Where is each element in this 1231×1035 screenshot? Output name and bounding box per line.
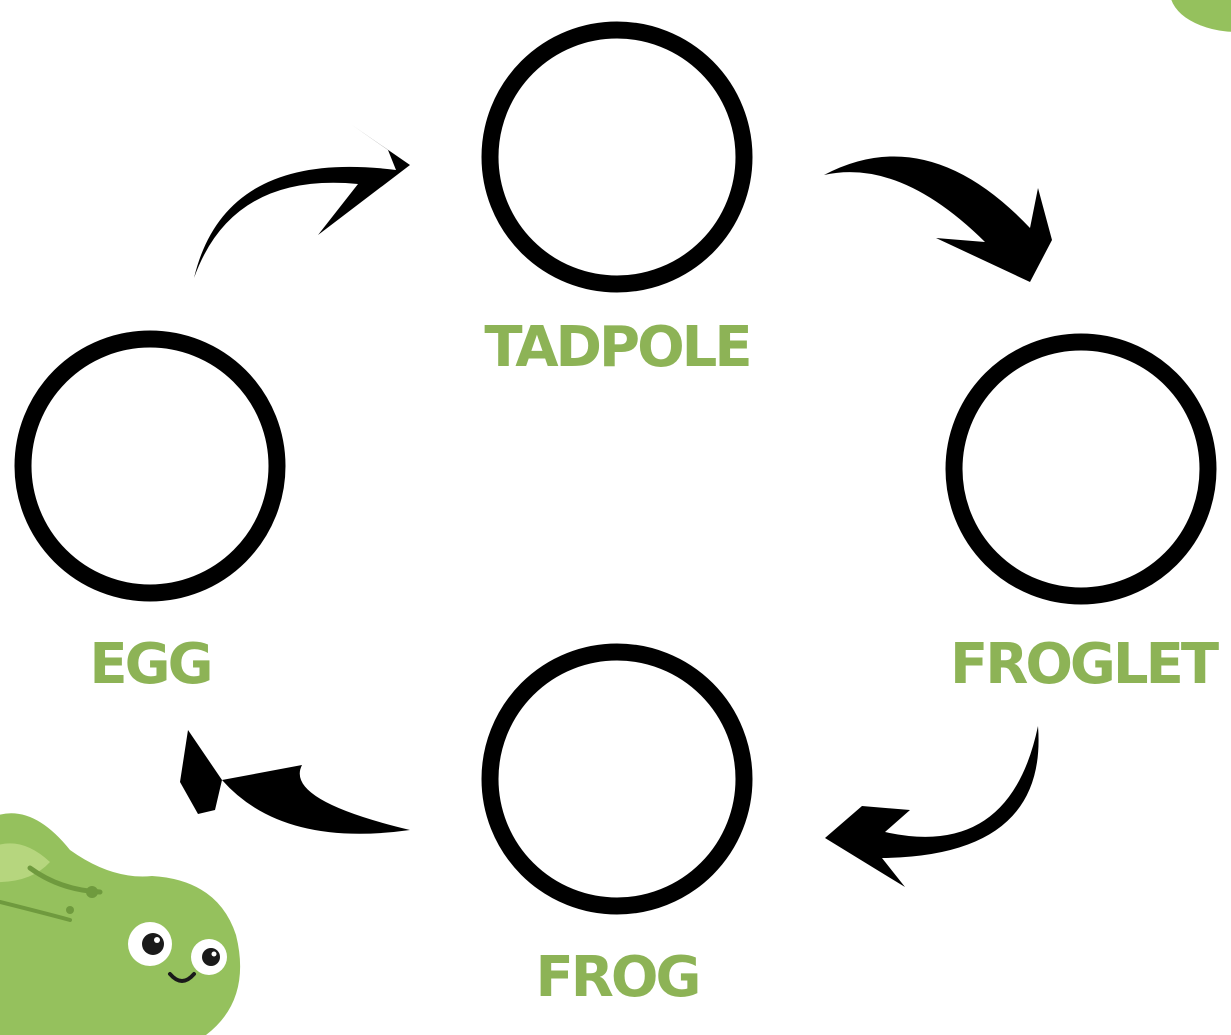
egg-label: EGG bbox=[89, 632, 210, 697]
frog-circle bbox=[481, 643, 753, 915]
tadpole-circle bbox=[481, 21, 753, 293]
leaf-corner-icon bbox=[1171, 0, 1231, 32]
froglet-label: FROGLET bbox=[950, 632, 1219, 697]
arrow-tadpole-to-froglet bbox=[824, 156, 1052, 282]
arrow-froglet-to-frog bbox=[825, 726, 1039, 887]
arrow-frog-to-egg bbox=[180, 730, 410, 834]
frog-label: FROG bbox=[536, 945, 699, 1010]
egg-circle bbox=[14, 330, 286, 602]
tadpole-label: TADPOLE bbox=[484, 315, 749, 380]
froglet-circle bbox=[945, 333, 1217, 605]
arrow-egg-to-tadpole bbox=[194, 125, 410, 278]
frog-character-icon bbox=[0, 813, 241, 1035]
